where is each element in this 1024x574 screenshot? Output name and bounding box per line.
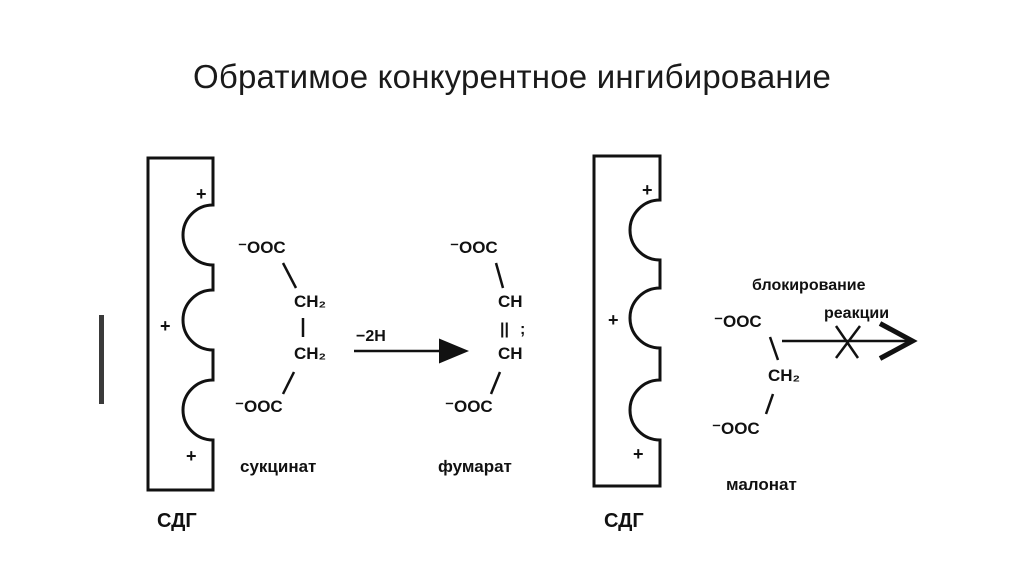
succinate-coo-bottom: ⁻OOC xyxy=(235,397,283,416)
enzyme-left-plus-2: + xyxy=(160,316,171,336)
fumarate-ch-b: CH xyxy=(498,344,523,363)
slide-side-bar xyxy=(99,315,104,404)
fumarate-double-bond: || xyxy=(500,321,509,338)
fumarate-coo-top: ⁻OOC xyxy=(450,238,498,257)
block-cross-2 xyxy=(835,325,861,359)
block-label-line-2: реакции xyxy=(824,305,889,322)
succinate-coo-top: ⁻OOC xyxy=(238,238,286,257)
succinate-bond-3 xyxy=(281,371,296,395)
blocked-reaction: блокирование реакции xyxy=(752,277,910,358)
enzyme-right-outline xyxy=(592,154,662,488)
malonate-coo-top: ⁻OOC xyxy=(714,312,762,331)
malonate-bond-2 xyxy=(764,393,775,415)
succinate-ch2-a: CH₂ xyxy=(294,292,326,311)
enzyme-right-plus-1: + xyxy=(642,180,653,200)
enzyme-right-plus-2: + xyxy=(608,310,619,330)
enzyme-right-plus-3: + xyxy=(633,444,644,464)
enzyme-left-outline xyxy=(146,156,215,492)
malonate-molecule: ⁻OOC CH₂ ⁻OOC малонат xyxy=(712,312,800,494)
malonate-coo-bottom: ⁻OOC xyxy=(712,419,760,438)
enzyme-left-plus-3: + xyxy=(186,446,197,466)
enzyme-right: + + + СДГ xyxy=(592,154,662,532)
fumarate-semicolon: ; xyxy=(520,321,525,338)
succinate-molecule: ⁻OOC CH₂ CH₂ ⁻OOC сукцинат xyxy=(235,238,326,476)
block-label-line-1: блокирование xyxy=(752,277,866,294)
page-title: Обратимое конкурентное ингибирование xyxy=(192,58,832,95)
succinate-name: сукцинат xyxy=(240,457,316,476)
fumarate-name: фумарат xyxy=(438,457,512,476)
malonate-ch2: CH₂ xyxy=(768,366,800,385)
fumarate-molecule: ⁻OOC CH || ; CH ⁻OOC фумарат xyxy=(438,238,525,476)
reaction-arrow-label: −2H xyxy=(356,328,386,345)
fumarate-ch-a: CH xyxy=(498,292,523,311)
malonate-bond-1 xyxy=(768,336,780,361)
fumarate-coo-bottom: ⁻OOC xyxy=(445,397,493,416)
enzyme-left-label: СДГ xyxy=(157,510,197,532)
succinate-bond-1 xyxy=(281,262,298,289)
reaction-arrow: −2H xyxy=(354,328,469,364)
enzyme-left-plus-1: + xyxy=(196,184,207,204)
fumarate-bond-2 xyxy=(489,371,502,395)
succinate-ch2-b: CH₂ xyxy=(294,344,326,363)
fumarate-bond-1 xyxy=(494,262,505,289)
enzyme-right-label: СДГ xyxy=(604,510,644,532)
malonate-name: малонат xyxy=(726,475,797,494)
enzyme-left: + + + СДГ xyxy=(146,156,215,532)
